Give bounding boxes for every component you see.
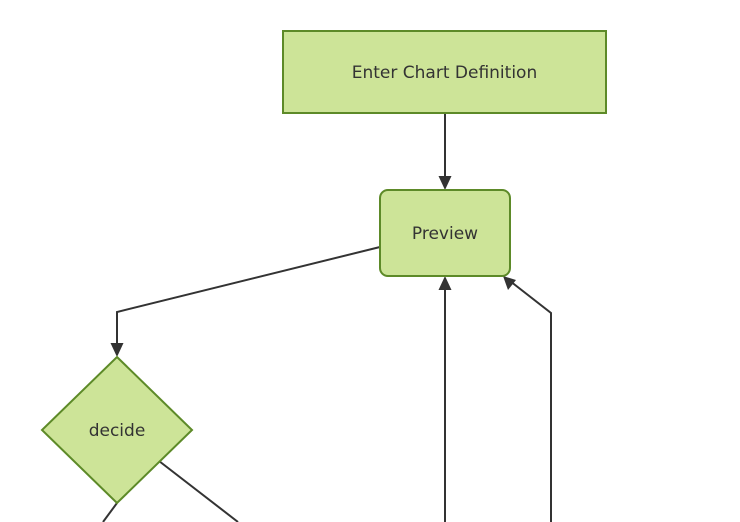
node-decide[interactable]: decide xyxy=(40,355,194,505)
arrowhead-icon xyxy=(503,276,516,290)
node-enter-chart-definition[interactable]: Enter Chart Definition xyxy=(282,30,607,114)
edge-decide-bottom-out[interactable] xyxy=(102,502,118,522)
edge-line xyxy=(102,502,118,522)
arrowhead-icon xyxy=(438,176,452,190)
edge-bottom-right-to-preview[interactable] xyxy=(503,276,552,522)
edge-enter-to-preview[interactable] xyxy=(438,113,452,190)
edge-line xyxy=(158,460,239,522)
edge-bottom-center-to-preview[interactable] xyxy=(438,276,452,522)
arrowhead-icon xyxy=(438,276,452,290)
edge-line xyxy=(509,280,552,522)
node-preview[interactable]: Preview xyxy=(379,189,511,277)
edge-preview-to-decide[interactable] xyxy=(110,246,381,357)
node-label-preview: Preview xyxy=(412,224,478,244)
edge-decide-right-out[interactable] xyxy=(158,460,239,522)
edge-line xyxy=(116,246,381,348)
arrowhead-icon xyxy=(110,343,124,357)
node-shape-rectangle xyxy=(282,30,607,114)
edge-layer xyxy=(102,113,552,522)
node-label-enter-chart-definition: Enter Chart Definition xyxy=(352,63,537,83)
node-layer: Enter Chart Definition Preview decide xyxy=(40,30,607,505)
node-shape-diamond xyxy=(40,355,194,505)
node-label-decide: decide xyxy=(89,421,146,441)
node-shape-rounded-rectangle xyxy=(379,189,511,277)
